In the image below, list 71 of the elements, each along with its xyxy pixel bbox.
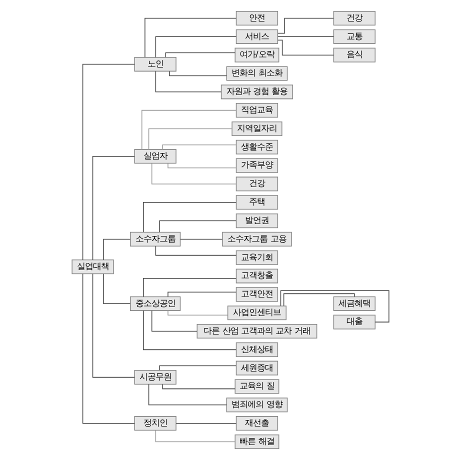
node-box: 서비스 — [235, 29, 278, 44]
node-box: 고객안전 — [235, 287, 278, 302]
node-box: 변화의 최소화 — [226, 66, 288, 81]
node-box: 실업자 — [134, 149, 176, 164]
connector — [148, 128, 232, 150]
node-box: 안전 — [235, 10, 278, 26]
node-box: 가족부양 — [235, 158, 278, 173]
node-box: 세원증대 — [235, 360, 278, 376]
node-box: 신체상태 — [235, 342, 278, 357]
connector — [175, 422, 236, 424]
node-box: 대출 — [332, 314, 375, 330]
connector — [154, 246, 236, 256]
node-box: 교육기회 — [235, 250, 278, 265]
node-box: 중소상공인 — [130, 296, 180, 311]
connector — [92, 156, 134, 260]
connector — [102, 238, 130, 260]
node-box: 시공무원 — [134, 370, 176, 385]
connector — [154, 36, 236, 58]
node-box: 범죄에의 영향 — [226, 398, 288, 412]
node-box: 생활수준 — [235, 140, 278, 154]
connector — [158, 365, 236, 371]
connector — [277, 18, 334, 34]
node-box: 고객창출 — [235, 268, 278, 284]
connector — [168, 70, 226, 76]
node-box: 교육의 질 — [234, 379, 279, 394]
node-box: 소수자그룹 — [130, 232, 180, 246]
connector — [277, 40, 334, 56]
connector — [82, 64, 134, 260]
node-box: 지역일자리 — [231, 121, 282, 136]
connector — [154, 430, 235, 442]
node-box: 소수자그룹 고용 — [222, 232, 292, 246]
connector — [167, 310, 228, 316]
connector — [280, 290, 389, 322]
node-box: 여가/오락 — [234, 48, 279, 62]
node-box: 세금혜택 — [332, 296, 375, 311]
node-box: 교통 — [332, 29, 375, 44]
connector — [158, 220, 236, 233]
connector — [164, 52, 235, 58]
connector — [142, 278, 236, 298]
node-box: 주택 — [235, 195, 278, 210]
node-box: 재선출 — [235, 416, 278, 431]
node-box: 노인 — [134, 57, 176, 72]
connector — [102, 274, 130, 304]
node-box: 실업대책 — [71, 260, 114, 274]
node-box: 자원과 경험 활용 — [220, 84, 293, 100]
connector — [142, 310, 236, 350]
node-box: 건강 — [332, 10, 375, 26]
node-box: 직업교육 — [235, 103, 278, 118]
node-box: 다른 산업 고객과의 교차 거래 — [196, 324, 317, 339]
connector — [148, 384, 226, 406]
connector — [142, 202, 236, 232]
connector — [180, 238, 222, 240]
connector — [167, 163, 236, 168]
connector — [162, 384, 235, 390]
node-box: 음식 — [332, 48, 375, 62]
connector — [150, 310, 197, 332]
node-box: 건강 — [235, 176, 278, 192]
connector — [154, 70, 222, 92]
connector — [82, 273, 134, 424]
node-box: 발언권 — [235, 214, 278, 228]
connector — [141, 110, 236, 150]
node-box: 빠른 해결 — [234, 434, 279, 450]
connector — [276, 36, 334, 38]
node-box: 정치인 — [134, 416, 176, 431]
connector — [144, 18, 236, 58]
node-box: 사업인센티브 — [226, 306, 286, 320]
connector — [162, 144, 236, 150]
connector — [167, 292, 236, 297]
connector — [150, 162, 236, 184]
connector — [92, 273, 134, 378]
connector — [282, 293, 354, 306]
